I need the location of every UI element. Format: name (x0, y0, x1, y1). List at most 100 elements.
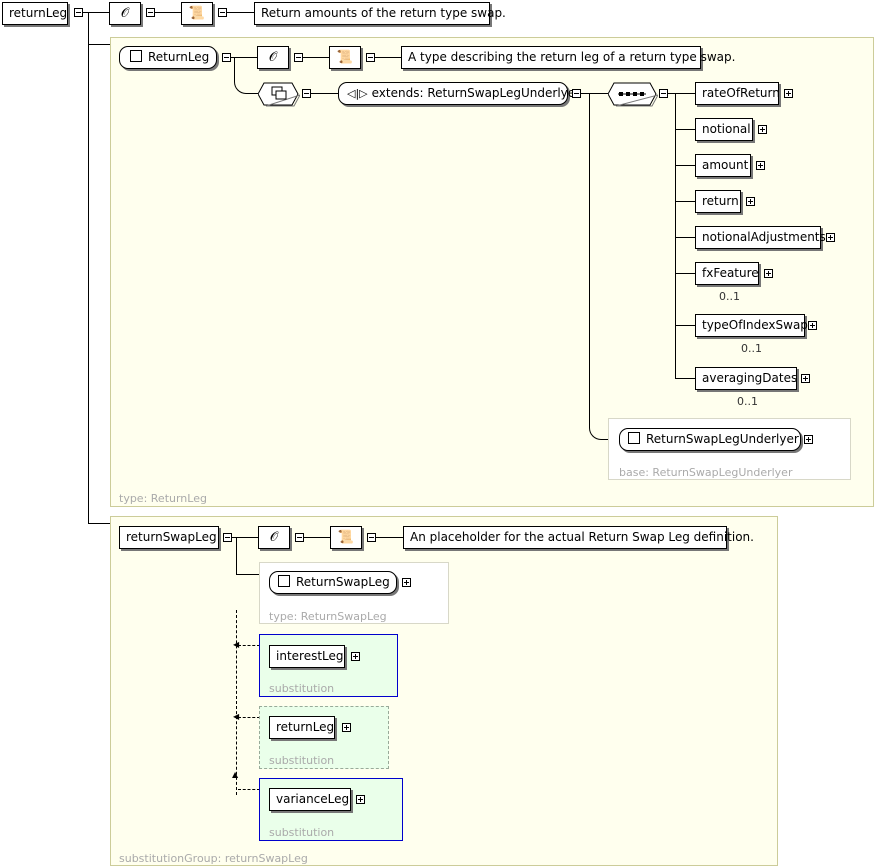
complex-type-ReturnLeg[interactable]: ReturnLeg (119, 46, 217, 69)
connector-line (675, 273, 695, 274)
connector-curve (234, 58, 258, 94)
annotation-node[interactable]: 𝒪 (257, 46, 289, 69)
element-label: notionalAdjustments (702, 230, 826, 244)
base-type-ReturnSwapLegUnderlyer[interactable]: ReturnSwapLegUnderlyer (619, 428, 801, 451)
collapse-toggle-complex-content[interactable] (302, 89, 311, 98)
arrow-left-icon: ◀ (233, 712, 240, 721)
connector-line (236, 538, 237, 574)
connector-line (231, 57, 257, 58)
scroll-icon: 📜 (336, 50, 354, 65)
documentation-text-box: An placeholder for the actual Return Swa… (403, 526, 754, 549)
collapse-toggle-annotation[interactable] (295, 533, 304, 542)
scroll-icon: 📜 (337, 530, 355, 545)
collapse-toggle-annotation[interactable] (146, 8, 155, 17)
arrow-up-icon: ▲ (232, 770, 239, 779)
collapse-toggle-extension[interactable] (572, 89, 581, 98)
expand-toggle-typeOfIndexSwap[interactable] (808, 321, 817, 330)
substitution-interestLeg[interactable]: interestLeg (269, 645, 345, 668)
connector-line (675, 201, 695, 202)
base-type-footer: base: ReturnSwapLegUnderlyer (619, 466, 793, 479)
documentation-node[interactable]: 📜 (181, 2, 213, 25)
expand-toggle-averagingDates[interactable] (801, 374, 810, 383)
element-typeOfIndexSwap[interactable]: typeOfIndexSwap (695, 314, 808, 337)
element-label: fxFeature (702, 266, 759, 280)
complex-type-ReturnSwapLeg[interactable]: ReturnSwapLeg (269, 571, 397, 594)
connector-line (83, 12, 109, 13)
annotation-node[interactable]: 𝒪 (258, 526, 290, 549)
substitution-connector (238, 789, 260, 790)
element-averagingDates[interactable]: averagingDates (695, 367, 797, 390)
type-footer: type: ReturnSwapLeg (269, 610, 387, 623)
connector-line (88, 44, 110, 45)
extension-icon: ◁|▷ (347, 87, 368, 100)
annotation-node[interactable]: 𝒪 (109, 2, 141, 25)
expand-toggle-ReturnSwapLeg[interactable] (402, 578, 411, 587)
connector-line (668, 93, 695, 94)
expand-toggle-notional[interactable] (758, 125, 767, 134)
element-return[interactable]: return (695, 190, 741, 213)
documentation-node[interactable]: 📜 (330, 526, 362, 549)
element-returnSwapLeg[interactable]: returnSwapLeg (119, 526, 219, 549)
paperclip-icon: 𝒪 (120, 6, 130, 21)
documentation-text-box: A type describing the return leg of a re… (401, 46, 735, 69)
connector-line (155, 12, 181, 13)
connector-line (227, 12, 254, 13)
collapse-toggle-documentation[interactable] (367, 533, 376, 542)
expand-toggle-fxFeature[interactable] (764, 269, 773, 278)
element-amount[interactable]: amount (695, 154, 751, 177)
connector-line (311, 93, 338, 94)
substitution-varianceLeg[interactable]: varianceLeg (269, 788, 351, 811)
base-type-label: ReturnSwapLegUnderlyer (646, 432, 799, 446)
substitution-connector (236, 610, 237, 795)
connector-line (675, 129, 695, 130)
element-label: typeOfIndexSwap (702, 318, 808, 332)
element-label: returnSwapLeg (126, 530, 217, 544)
expand-toggle-returnLeg[interactable] (342, 723, 351, 732)
collapse-toggle-sequence[interactable] (659, 89, 668, 98)
documentation-node[interactable]: 📜 (329, 46, 361, 69)
collapse-toggle-documentation[interactable] (218, 8, 227, 17)
sequence-node[interactable] (608, 82, 658, 108)
root-element-returnLeg[interactable]: returnLeg (2, 2, 68, 25)
extension-label: extends: ReturnSwapLegUnderlyer (371, 86, 581, 100)
substitution-returnLeg[interactable]: returnLeg (269, 716, 335, 739)
documentation-text: Return amounts of the return type swap. (261, 6, 506, 20)
expand-toggle-base-type[interactable] (804, 435, 813, 444)
complex-content-node[interactable] (258, 82, 300, 108)
paperclip-icon: 𝒪 (268, 50, 278, 65)
collapse-toggle-ReturnLeg[interactable] (222, 53, 231, 62)
connector-line (375, 57, 401, 58)
complex-type-icon (278, 575, 290, 587)
element-fxFeature[interactable]: fxFeature (695, 262, 759, 285)
collapse-toggle-annotation[interactable] (294, 53, 303, 62)
collapse-toggle-returnSwapLeg[interactable] (223, 533, 232, 542)
element-notional[interactable]: notional (695, 118, 753, 141)
connector-line (88, 523, 110, 524)
element-rateOfReturn[interactable]: rateOfReturn (695, 82, 780, 105)
complex-content-icon (271, 86, 287, 100)
complex-type-label: ReturnLeg (148, 50, 210, 64)
expand-toggle-notionalAdjustments[interactable] (826, 233, 835, 242)
connector-line (675, 378, 695, 379)
element-label: notional (702, 122, 751, 136)
element-label: rateOfReturn (702, 86, 780, 100)
expand-toggle-interestLeg[interactable] (351, 652, 360, 661)
documentation-text: An placeholder for the actual Return Swa… (410, 530, 754, 544)
documentation-text-box: Return amounts of the return type swap. (254, 2, 506, 25)
collapse-toggle-root[interactable] (74, 8, 83, 17)
collapse-toggle-documentation[interactable] (366, 53, 375, 62)
element-label: return (702, 194, 739, 208)
connector-line (232, 537, 258, 538)
connector-line (675, 93, 676, 379)
extension-node[interactable]: ◁|▷extends: ReturnSwapLegUnderlyer (338, 82, 580, 105)
occurrence-label: 0..1 (741, 342, 762, 355)
substitution-connector (238, 717, 260, 718)
element-notionalAdjustments[interactable]: notionalAdjustments (695, 226, 826, 249)
expand-toggle-rateOfReturn[interactable] (784, 89, 793, 98)
expand-toggle-varianceLeg[interactable] (356, 795, 365, 804)
expand-toggle-amount[interactable] (756, 161, 765, 170)
expand-toggle-return[interactable] (746, 197, 755, 206)
connector-line (376, 537, 403, 538)
complex-type-icon (628, 432, 640, 444)
connector-line (304, 537, 330, 538)
